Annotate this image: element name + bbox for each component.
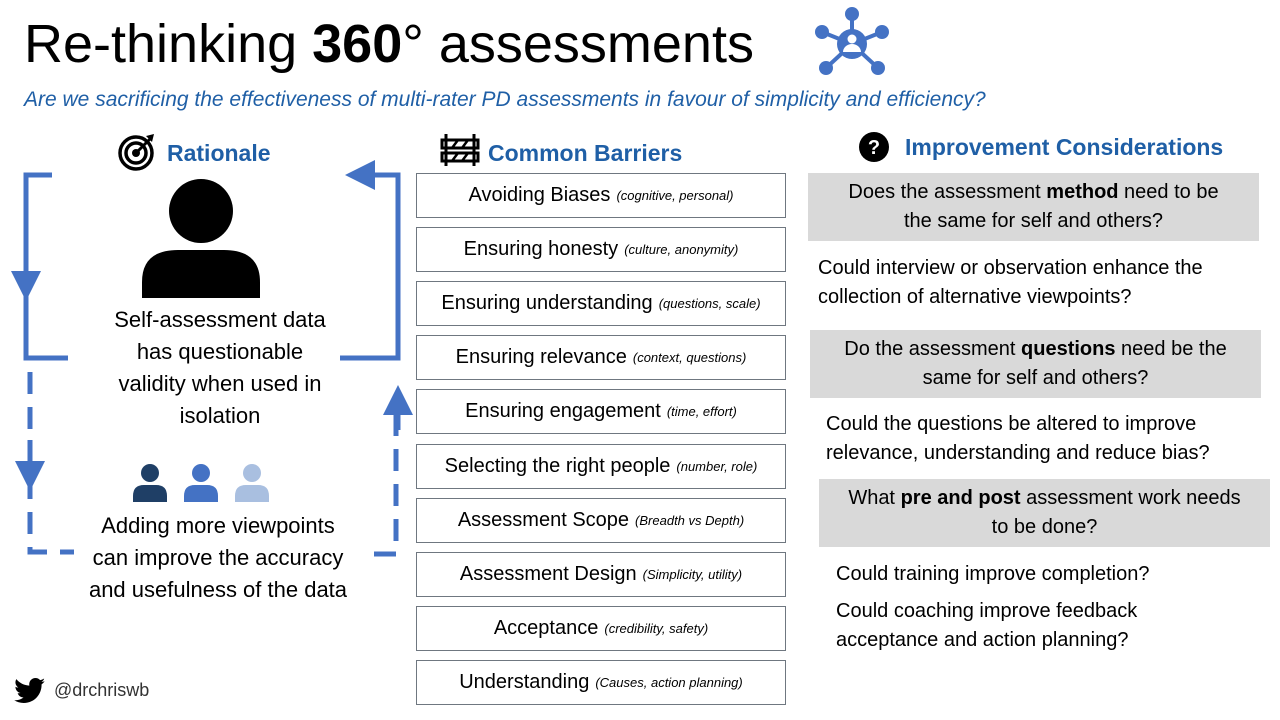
barrier-box: Acceptance (credibility, safety) bbox=[416, 606, 786, 651]
pre-post-question-box: What pre and post assessment work needs … bbox=[819, 479, 1270, 547]
barrier-box: Avoiding Biases (cognitive, personal) bbox=[416, 173, 786, 218]
barrier-box: Ensuring engagement (time, effort) bbox=[416, 389, 786, 434]
barrier-label: Ensuring honesty bbox=[463, 238, 619, 260]
barrier-detail: (time, effort) bbox=[666, 404, 737, 419]
interview-consideration: Could interview or observation enhance t… bbox=[818, 257, 1203, 308]
barrier-label: Ensuring understanding bbox=[441, 292, 653, 314]
person-head bbox=[141, 464, 159, 482]
self-assessment-text: Self-assessment data has questionable va… bbox=[114, 307, 326, 428]
person-head bbox=[192, 464, 210, 482]
barrier-detail: (culture, anonymity) bbox=[624, 242, 739, 257]
person-body bbox=[184, 485, 218, 502]
subtitle: Are we sacrificing the effectiveness of … bbox=[24, 88, 986, 111]
barrier-box: Ensuring relevance (context, questions) bbox=[416, 335, 786, 380]
barriers-heading: Common Barriers bbox=[488, 140, 683, 166]
barrier-label: Ensuring relevance bbox=[455, 346, 627, 368]
training-consideration: Could training improve completion? bbox=[836, 563, 1150, 585]
network-icon bbox=[815, 7, 889, 75]
more-viewpoints-text: Adding more viewpoints can improve the a… bbox=[88, 513, 348, 602]
barrier-label: Acceptance bbox=[493, 617, 599, 639]
barrier-detail: (Breadth vs Depth) bbox=[635, 513, 745, 528]
method-question-box: Does the assessment method need to be th… bbox=[808, 173, 1259, 241]
page-title: Re-thinking 360° assessments bbox=[24, 14, 754, 74]
barrier-label: Understanding bbox=[459, 671, 590, 693]
questions-consideration: Could the questions be altered to improv… bbox=[826, 413, 1210, 464]
barrier-detail: (Causes, action planning) bbox=[595, 675, 743, 690]
barrier-box: Assessment Scope (Breadth vs Depth) bbox=[416, 498, 786, 543]
group-icon bbox=[133, 464, 269, 502]
barrier-box: Ensuring understanding (questions, scale) bbox=[416, 281, 786, 326]
barrier-label: Avoiding Biases bbox=[468, 184, 611, 206]
barrier-detail: (cognitive, personal) bbox=[616, 188, 734, 203]
barrier-label: Selecting the right people bbox=[444, 455, 671, 477]
barrier-detail: (questions, scale) bbox=[658, 296, 761, 311]
barrier-label: Assessment Design bbox=[459, 563, 637, 585]
person-head bbox=[243, 464, 261, 482]
coaching-consideration: Could coaching improve feedback acceptan… bbox=[836, 600, 1138, 651]
barrier-box: Ensuring honesty (culture, anonymity) bbox=[416, 227, 786, 272]
svg-text:?: ? bbox=[868, 137, 880, 159]
questions-question-box: Do the assessment questions need be the … bbox=[810, 330, 1261, 398]
rationale-heading: Rationale bbox=[167, 140, 271, 166]
barrier-box: Assessment Design (Simplicity, utility) bbox=[416, 552, 786, 597]
barrier-detail: (context, questions) bbox=[632, 350, 747, 365]
barrier-detail: (credibility, safety) bbox=[604, 621, 709, 636]
feedback-loop-arrows bbox=[11, 160, 413, 557]
roadblock-icon bbox=[440, 134, 480, 166]
barrier-label: Assessment Scope bbox=[457, 509, 630, 531]
barrier-label: Ensuring engagement bbox=[465, 400, 661, 422]
barrier-detail: (number, role) bbox=[676, 459, 758, 474]
barrier-box: Understanding (Causes, action planning) bbox=[416, 660, 786, 705]
barrier-box: Selecting the right people (number, role) bbox=[416, 444, 786, 489]
twitter-icon bbox=[14, 678, 46, 703]
twitter-handle: @drchriswb bbox=[54, 680, 150, 700]
person-body bbox=[133, 485, 167, 502]
improvements-heading: Improvement Considerations bbox=[905, 134, 1224, 160]
person-icon bbox=[142, 179, 260, 298]
target-icon bbox=[118, 134, 154, 171]
barrier-detail: (Simplicity, utility) bbox=[642, 567, 743, 582]
question-icon: ? bbox=[859, 132, 889, 162]
person-body bbox=[235, 485, 269, 502]
